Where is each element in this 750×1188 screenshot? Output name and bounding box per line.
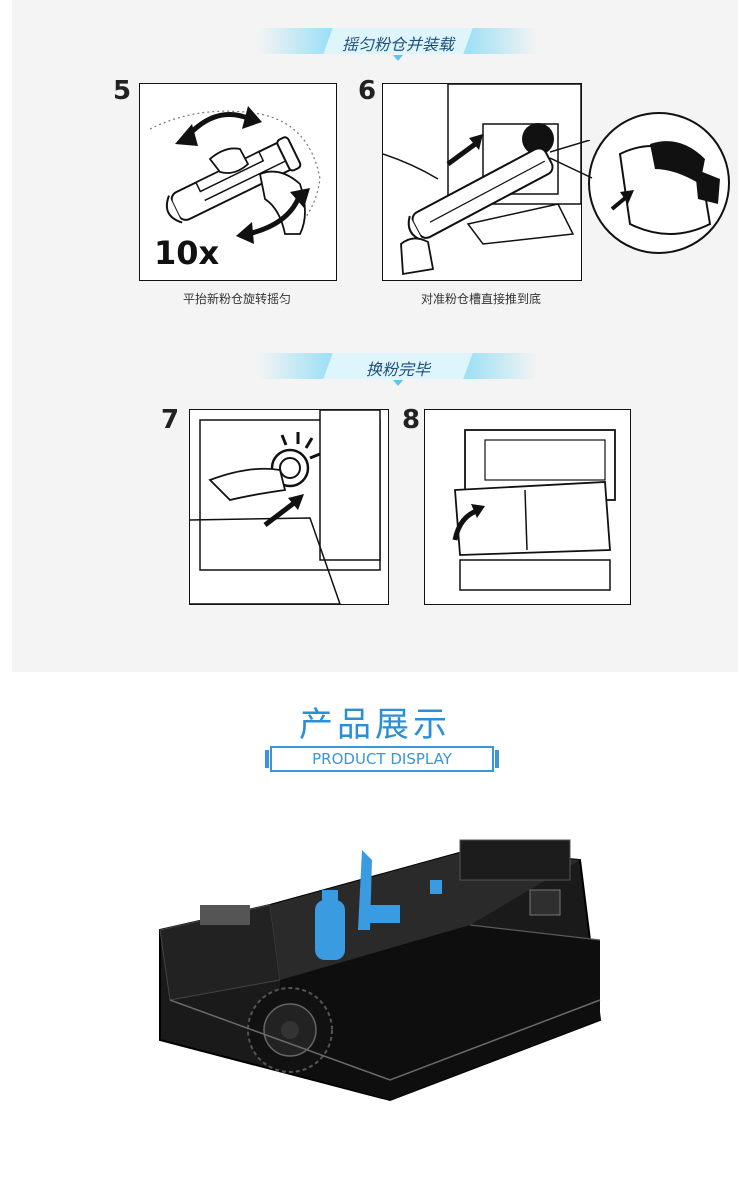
step6-illustration xyxy=(382,83,582,281)
step-number-7: 7 xyxy=(161,405,180,435)
step5-illustration: 10x xyxy=(139,83,337,281)
shake-count-label: 10x xyxy=(154,234,220,272)
step7-illustration xyxy=(189,409,389,605)
waste-toner-box-image xyxy=(159,839,602,1102)
section-title-load: 摇匀粉仓并装载 xyxy=(341,35,454,54)
product-section-subtitle: PRODUCT DISPLAY xyxy=(270,746,494,772)
step-number-8: 8 xyxy=(402,405,421,435)
banner-pointer-2 xyxy=(393,380,403,386)
step5-caption: 平抬新粉仓旋转摇匀 xyxy=(182,292,291,306)
step6-caption: 对准粉仓槽直接推到底 xyxy=(420,292,541,306)
step-number-6: 6 xyxy=(358,76,377,106)
section-banner-load: 摇匀粉仓并装载 xyxy=(258,28,538,54)
product-section-title: 产品展示 xyxy=(299,705,451,745)
zoom-connector xyxy=(550,140,593,179)
step6-zoom-detail xyxy=(588,112,730,254)
subtitle-bar-right xyxy=(495,750,499,768)
step-number-5: 5 xyxy=(113,76,132,106)
section-banner-done: 换粉完毕 xyxy=(258,353,538,379)
step8-illustration xyxy=(424,409,631,605)
section-title-done: 换粉完毕 xyxy=(365,360,430,379)
banner-pointer xyxy=(393,55,403,61)
subtitle-bar-left xyxy=(265,750,269,768)
